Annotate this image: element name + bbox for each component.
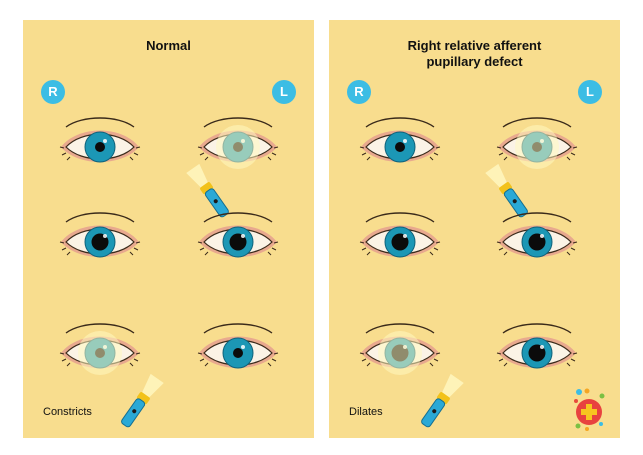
eye-icon — [359, 323, 441, 375]
eye-icon — [197, 212, 279, 258]
right-eye-badge: R — [41, 80, 65, 104]
eye-icon — [197, 117, 279, 169]
eye-icon — [496, 323, 578, 369]
eye-icon — [359, 117, 441, 163]
eye-icon — [359, 212, 441, 258]
panel-rapd: Right relative afferent pupillary defect… — [329, 20, 620, 438]
panel-title: Normal — [146, 38, 191, 53]
eye-icon — [59, 212, 141, 258]
eye-icon — [197, 323, 279, 369]
panel-title: Right relative afferent pupillary defect — [407, 38, 542, 69]
eye-icon — [59, 323, 141, 375]
left-eye-badge: L — [272, 80, 296, 104]
panel-caption: Dilates — [349, 406, 383, 418]
panel-caption: Constricts — [43, 406, 92, 418]
right-eye-badge: R — [347, 80, 371, 104]
eye-icon — [496, 117, 578, 169]
panel-normal: Normal R L Constricts — [23, 20, 314, 438]
left-eye-badge: L — [578, 80, 602, 104]
medical-cross-logo-icon — [574, 388, 605, 431]
eye-icon — [496, 212, 578, 258]
eye-icon — [59, 117, 141, 163]
